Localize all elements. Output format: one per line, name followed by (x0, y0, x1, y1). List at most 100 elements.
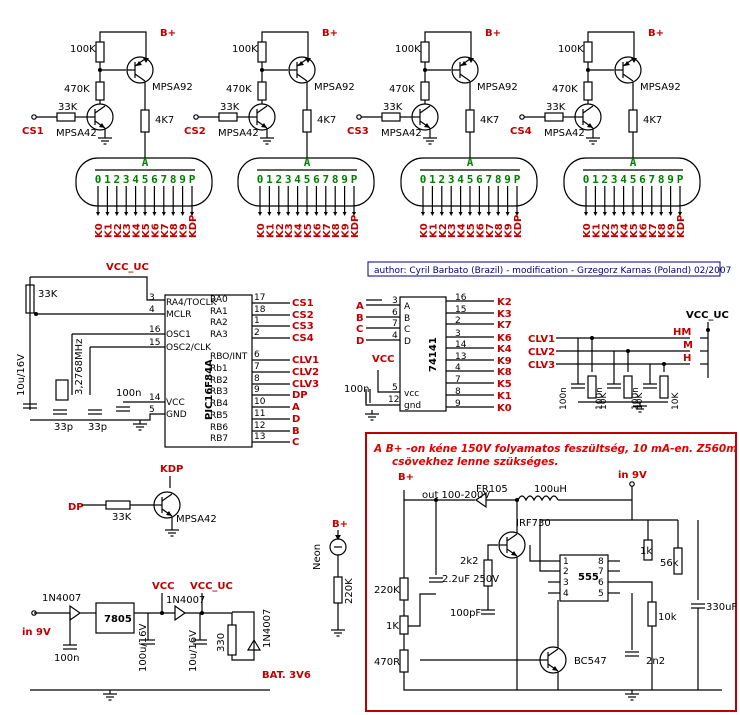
pin-number: 14 (455, 340, 467, 350)
resistor-33k (56, 112, 76, 122)
junction-dot (586, 68, 590, 72)
pin-number: 4 (455, 363, 461, 373)
label-cathode: K3 (284, 223, 295, 238)
net-label: B (356, 313, 364, 324)
arrow-icon (152, 212, 157, 216)
label-cathode: K4 (132, 223, 143, 238)
label-cs: CS1 (22, 126, 44, 137)
label-r-fb2: 470R (374, 657, 400, 668)
resistor-33k (218, 112, 238, 122)
resistor-33k (544, 112, 564, 122)
pin-name: D (404, 337, 411, 347)
arrow-icon (190, 212, 194, 216)
pin-number: 3 (563, 578, 569, 588)
pin-number: 18 (254, 305, 266, 315)
junction-dot (706, 328, 710, 332)
mcu-part-label: PIC16F84A (204, 359, 215, 420)
author-box (367, 261, 721, 277)
tube-digit: 5 (142, 173, 149, 186)
arrow-icon (496, 212, 501, 216)
pin-number: 7 (254, 362, 260, 372)
label-r-in: 33K (58, 102, 78, 113)
pin-number: 2 (563, 567, 569, 577)
net-label: C (292, 437, 299, 448)
label-neon: Neon (312, 544, 323, 570)
label-r1: 1k (640, 546, 652, 557)
wire (30, 276, 165, 301)
arrow-icon (612, 212, 617, 216)
label-cathode: K0 (256, 223, 267, 238)
label-vcc: VCC (372, 354, 394, 365)
arrow-icon (342, 212, 347, 216)
transistor-npn (419, 105, 431, 114)
label-npn: MPSA42 (544, 128, 585, 139)
tube-digit: 7 (648, 173, 655, 186)
label-c-osc2: 33p (88, 422, 107, 433)
label-npn: MPSA42 (218, 128, 259, 139)
label-d3: 1N4007 (262, 609, 273, 648)
tube-digit: 2 (601, 173, 608, 186)
label-r-top: 100K (558, 44, 584, 55)
pin-name: RB5 (210, 411, 228, 421)
pin-number: 12 (254, 421, 265, 431)
net-label: A (292, 402, 300, 413)
resistor-100k (257, 41, 267, 63)
transistor-pnp (296, 73, 308, 82)
label-pnp: MPSA92 (152, 82, 193, 93)
tube-digit: 7 (160, 173, 167, 186)
resistor-4k7 (302, 109, 312, 133)
net-label: CLV3 (528, 360, 555, 371)
pin-number: 13 (254, 432, 265, 442)
transistor-npn (256, 105, 268, 114)
junction-dot (34, 312, 38, 316)
tube-digit: 2 (438, 173, 445, 186)
pin-name: GND (166, 410, 187, 420)
label-r-top: 100K (70, 44, 96, 55)
tube-digit: 2 (113, 173, 120, 186)
resistor-33k (105, 500, 131, 510)
junction-dot (626, 349, 630, 353)
net-label: CS2 (292, 310, 314, 321)
tube-digit: 3 (611, 173, 618, 186)
label-cs: CS2 (184, 126, 206, 137)
resistor-56k (673, 547, 683, 575)
pin-number: 9 (254, 385, 260, 395)
junction-dot (260, 68, 264, 72)
label-r3: 10k (658, 612, 677, 623)
nixie-tube-icon (400, 157, 538, 207)
pin-number: 6 (254, 350, 260, 360)
label-d2: 1N4007 (166, 595, 205, 606)
resistor-470k (95, 81, 105, 101)
arrow-icon (258, 212, 262, 216)
label-cathode: K6 (312, 223, 323, 238)
label-cap-out: 2.2uF 250V (442, 574, 499, 585)
label-cathode: K8 (494, 223, 505, 238)
label-cs: CS4 (510, 126, 532, 137)
arrow-icon (449, 212, 454, 216)
pin-number: 15 (149, 338, 160, 348)
net-label: K9 (497, 356, 512, 367)
pin-number: 5 (149, 405, 155, 415)
pin-number: 8 (455, 387, 461, 397)
label-cathode: K2 (438, 223, 449, 238)
label-diode: FR105 (476, 484, 508, 495)
label-cathode: K6 (150, 223, 161, 238)
transistor-pnp (134, 73, 146, 82)
arrow-icon (486, 212, 491, 216)
label-r-pullup: 33K (38, 289, 58, 300)
pin-name: RB2 (210, 376, 228, 386)
wire (377, 370, 400, 393)
tube-digit: 1 (592, 173, 599, 186)
resistor-4k7 (465, 109, 475, 133)
net-label: K8 (497, 367, 512, 378)
label-cathode: K0 (94, 223, 105, 238)
label-cathode: K7 (322, 223, 333, 238)
arrow-icon (421, 212, 425, 216)
label-npn: MPSA42 (56, 128, 97, 139)
label-res: 10K (599, 392, 609, 410)
label-cathode: K5 (629, 223, 640, 238)
label-pnp: MPSA92 (640, 82, 681, 93)
arrow-icon (105, 212, 110, 216)
label-r-base: 470K (389, 84, 415, 95)
pin-number: 15 (455, 305, 466, 315)
